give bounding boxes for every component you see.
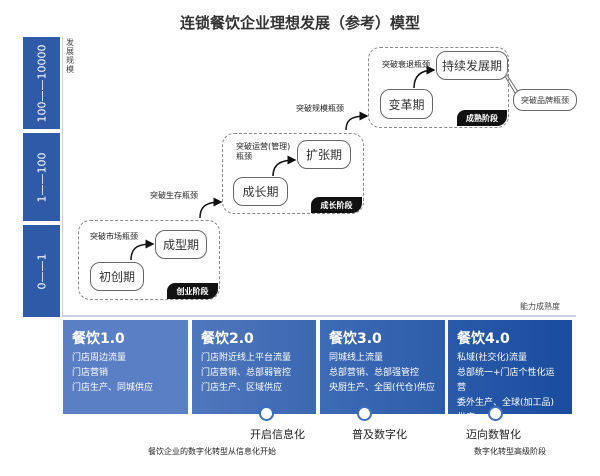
milestone-label: 普及数字化 (352, 428, 407, 441)
y-segment-bottom: 0——1 (23, 225, 60, 317)
x-axis-label: 能力成熟度 (520, 302, 560, 311)
arrow (199, 197, 223, 219)
milestone-dot (259, 406, 274, 421)
milestone-dot (488, 406, 503, 421)
phase-node: 成长期 (233, 177, 288, 206)
card-line: 门店生产、区域供应 (201, 383, 283, 393)
milestone-sub: 数字化转型高级阶段 (474, 447, 546, 456)
plot-area (62, 37, 576, 317)
breakthrough-label: 突破市场瓶颈 (90, 232, 138, 241)
phase-node: 扩张期 (297, 140, 351, 169)
stage-mature (368, 47, 509, 128)
card-line: 门店周边流量 (72, 353, 127, 363)
milestone-label: 开启信息化 (250, 428, 305, 441)
phase-node: 初创期 (90, 262, 144, 291)
milestone-label: 迈向数智化 (466, 428, 521, 441)
card-title: 餐饮1.0 (72, 331, 125, 347)
stage-tag: 成长阶段 (311, 197, 362, 213)
card-line: 总部统一+门店个性化运营 (457, 368, 555, 393)
arrow (345, 111, 369, 131)
brand-bubble: 突破品牌瓶颈 (513, 89, 577, 111)
transition-label: 突破生存瓶颈 (150, 191, 198, 200)
stage-tag: 创业阶段 (167, 283, 218, 299)
transition-label: 突破规模瓶颈 (296, 104, 344, 113)
card-1: 餐饮1.0 门店周边流量 门店营销 门店生产、同城供应 (63, 320, 188, 414)
arrow (272, 155, 297, 177)
card-line: 私域(社交化)流量 (457, 353, 528, 363)
card-line: 门店营销、总部弱管控 (201, 368, 292, 378)
card-line: 同城线上流量 (329, 353, 384, 363)
milestone-sub: 餐饮企业的数字化转型从信息化开始 (148, 447, 276, 456)
arrow (413, 65, 436, 89)
card-line: 门店营销 (72, 368, 109, 378)
phase-node: 变革期 (380, 89, 433, 119)
y-axis-label: 发展规模 (66, 38, 74, 74)
card-line: 央厨生产、全国(代仓)供应 (329, 383, 436, 393)
y-segment-middle: 1——100 (23, 133, 60, 221)
card-4: 餐饮4.0 私域(社交化)流量 总部统一+门店个性化运营 委外生产、全球(加工品… (448, 320, 572, 423)
stage-tag: 成熟阶段 (457, 110, 507, 126)
stage-startup (78, 220, 220, 300)
card-title: 餐饮2.0 (201, 331, 254, 347)
breakthrough-label: 突破衰退瓶颈 (382, 60, 430, 69)
card-3: 餐饮3.0 同城线上流量 总部营销、总部强管控 央厨生产、全国(代仓)供应 (320, 320, 445, 414)
card-line: 总部营销、总部强管控 (329, 368, 420, 378)
card-line: 门店附近线上平台流量 (201, 353, 292, 363)
card-line: 门店生产、同城供应 (72, 383, 154, 393)
breakthrough-label: 突破运营(管理)瓶颈 (236, 142, 291, 161)
phase-node: 持续发展期 (436, 51, 508, 80)
card-title: 餐饮4.0 (457, 331, 510, 347)
milestone-dot (357, 406, 372, 421)
card-title: 餐饮3.0 (329, 331, 382, 347)
y-segment-top: 100——10000 (23, 37, 60, 129)
arrow (130, 239, 155, 261)
phase-node: 成型期 (155, 230, 207, 259)
card-line: 委外生产、全球(加工品)供应 (457, 398, 555, 423)
card-2: 餐饮2.0 门店附近线上平台流量 门店营销、总部弱管控 门店生产、区域供应 (192, 320, 316, 414)
page-title: 连锁餐饮企业理想发展（参考）模型 (179, 14, 420, 32)
stage-growth (222, 133, 364, 214)
